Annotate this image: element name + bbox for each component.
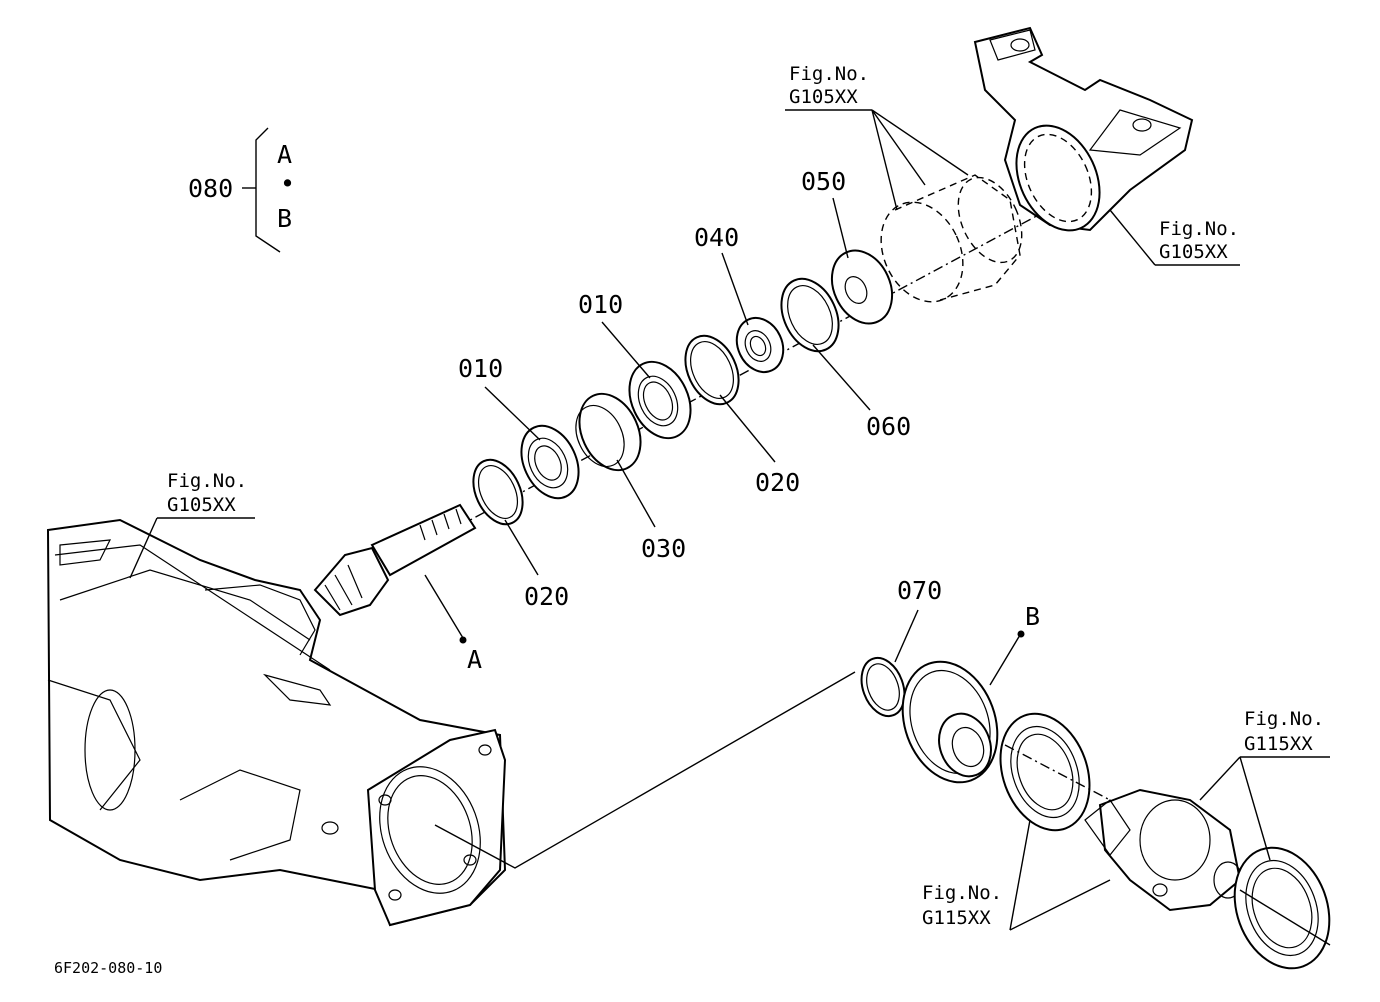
label-010-upper: 010 [578, 290, 623, 319]
label-070: 070 [897, 576, 942, 605]
figref-g115-bottom-title: Fig.No. [922, 882, 1002, 904]
marker-a-dot [459, 636, 467, 644]
leader-lines [129, 109, 1330, 931]
figref-g105-right-title: Fig.No. [1159, 218, 1239, 240]
label-020-lower: 020 [524, 582, 569, 611]
differential-case [1084, 788, 1243, 912]
part-020-lower-ring [472, 458, 524, 526]
figref-g105-top-title: Fig.No. [789, 63, 869, 85]
label-010-lower: 010 [458, 354, 503, 383]
figref-g115-bottom-code: G115XX [922, 907, 991, 929]
part-010-lower-bearing [520, 424, 580, 500]
bracket-dot: • [280, 169, 295, 198]
figref-g105-top: Fig.No. G105XX [789, 63, 869, 108]
bracket-top-letter: A [277, 140, 292, 169]
figref-g105-left-title: Fig.No. [167, 470, 247, 492]
part-070-snap-ring [860, 656, 906, 718]
figref-g105-right-code: G105XX [1159, 241, 1228, 263]
figref-g105-left: Fig.No. G105XX [167, 470, 247, 516]
bracket-080: 080 A • B [188, 127, 295, 253]
bracket-bottom-letter: B [277, 204, 292, 233]
figref-g105-top-code: G105XX [789, 86, 858, 108]
dashed-sleeve [880, 174, 1023, 303]
connector-line [434, 671, 856, 869]
ring-gear [901, 660, 999, 784]
part-030-spacer [575, 392, 642, 472]
part-020-upper-ring [684, 334, 740, 406]
lower-right-bearing [999, 712, 1091, 832]
drawing-code: 6F202-080-10 [54, 959, 162, 977]
bracket-number: 080 [188, 174, 233, 203]
label-060: 060 [866, 412, 911, 441]
part-010-upper-bearing [628, 360, 692, 440]
label-040: 040 [694, 223, 739, 252]
figref-g115-right-title: Fig.No. [1244, 708, 1324, 730]
pinion-shaft [313, 503, 477, 617]
upper-housing [973, 26, 1194, 232]
figref-g115-bottom: Fig.No. G115XX [922, 882, 1002, 929]
far-right-bearing [1233, 846, 1331, 970]
figref-g105-right: Fig.No. G105XX [1159, 218, 1239, 263]
label-030: 030 [641, 534, 686, 563]
marker-b-dot [1017, 630, 1025, 638]
label-020-upper: 020 [755, 468, 800, 497]
part-060-snap-ring [780, 277, 840, 353]
part-040-nut [735, 316, 785, 374]
lower-axis-tail [1239, 889, 1331, 946]
lower-housing [46, 518, 507, 927]
marker-a-label: A [467, 645, 482, 674]
figref-g105-left-code: G105XX [167, 494, 236, 516]
label-050: 050 [801, 167, 846, 196]
figref-g115-right: Fig.No. G115XX [1244, 708, 1324, 755]
marker-b-label: B [1025, 602, 1040, 631]
figref-g115-right-code: G115XX [1244, 733, 1313, 755]
